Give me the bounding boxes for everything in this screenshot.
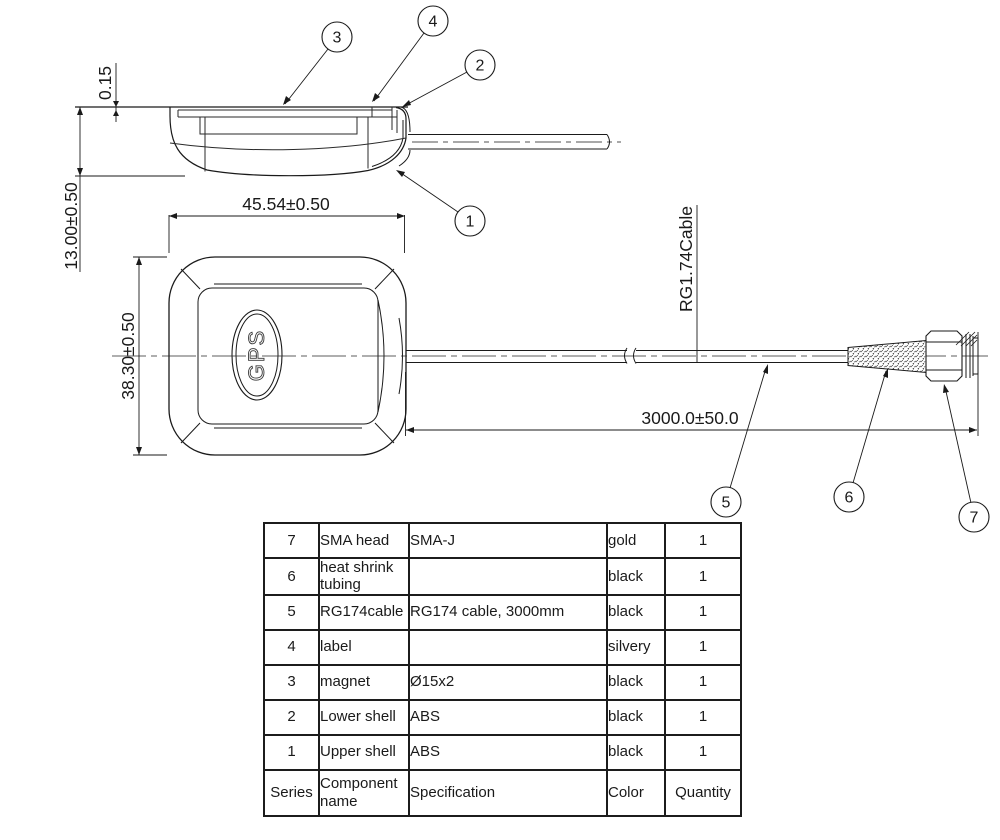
dim-depth-text: 38.30±0.50 (118, 312, 138, 400)
plan-dim-arrows (136, 213, 977, 455)
callout-leaders (284, 32, 972, 504)
cell-series: 2 (263, 698, 320, 736)
cell-series: 1 (263, 733, 320, 771)
header-spec: Specification (408, 768, 608, 817)
table-header-row: Series Component name Specification Colo… (263, 768, 742, 817)
gps-logo-text: GPS (244, 329, 269, 381)
callout-balloons (321, 5, 990, 533)
parts-table: 7 SMA head SMA-J gold 1 6 heat shrink tu… (263, 522, 742, 817)
cell-spec: RG174 cable, 3000mm (408, 593, 608, 631)
side-inner-right-curve (371, 120, 404, 167)
dim-height-text: 13.00±0.50 (61, 182, 81, 270)
cell-series: 5 (263, 593, 320, 631)
header-component: Component name (318, 768, 410, 817)
header-series: Series (263, 768, 320, 817)
callout-balloon-3 (321, 21, 353, 53)
callout-2-num: 2 (476, 58, 485, 75)
cell-color: gold (606, 522, 666, 559)
cell-qty: 1 (664, 522, 742, 559)
callout-numbers: 1 2 3 4 5 6 7 (333, 14, 979, 527)
cell-color: black (606, 557, 666, 596)
cell-component: heat shrink tubing (318, 557, 410, 596)
cell-spec (408, 557, 608, 596)
callout-balloon-5 (710, 486, 742, 518)
callout-6-num: 6 (845, 490, 854, 507)
cable-plan (406, 347, 848, 364)
cell-component: RG174cable (318, 593, 410, 631)
cell-component: label (318, 628, 410, 666)
table-row: 4 label silvery 1 (263, 628, 742, 666)
cell-qty: 1 (664, 628, 742, 666)
cell-spec: Ø15x2 (408, 663, 608, 701)
table-row: 3 magnet Ø15x2 black 1 (263, 663, 742, 701)
cell-qty: 1 (664, 557, 742, 596)
cell-series: 4 (263, 628, 320, 666)
cell-qty: 1 (664, 593, 742, 631)
sma-hex-nut (925, 330, 963, 382)
cell-series: 7 (263, 522, 320, 559)
callout-arrowheads (283, 93, 949, 393)
cell-spec: ABS (408, 698, 608, 736)
cell-component: Upper shell (318, 733, 410, 771)
callout-balloon-1 (454, 205, 486, 237)
cell-component: SMA head (318, 522, 410, 559)
dim-width-text: 45.54±0.50 (242, 194, 330, 214)
cell-color: black (606, 663, 666, 701)
side-view (75, 106, 411, 177)
callout-1-num: 1 (466, 214, 475, 231)
cell-component: magnet (318, 663, 410, 701)
cell-spec: SMA-J (408, 522, 608, 559)
dim-cable-length-text: 3000.0±50.0 (641, 408, 738, 428)
side-right-lip-upper (400, 106, 411, 133)
dim-thickness-text: 0.15 (95, 66, 115, 100)
cell-color: silvery (606, 628, 666, 666)
cell-series: 3 (263, 663, 320, 701)
side-dimensions (75, 63, 185, 272)
table-row: 7 SMA head SMA-J gold 1 (263, 522, 742, 559)
side-dim-arrows (77, 101, 119, 176)
cable-break-right (633, 347, 637, 364)
cable-break-left (624, 347, 628, 364)
gps-logo-oval-inner (235, 313, 279, 397)
cell-series: 6 (263, 557, 320, 596)
cell-spec: ABS (408, 733, 608, 771)
callout-3-num: 3 (333, 30, 342, 47)
table-row: 1 Upper shell ABS black 1 (263, 733, 742, 771)
callout-balloon-2 (464, 49, 496, 81)
side-shell-outline (169, 106, 407, 177)
cell-qty: 1 (664, 663, 742, 701)
plan-dimensions (133, 205, 979, 456)
header-color: Color (606, 768, 666, 817)
header-qty: Quantity (664, 768, 742, 817)
callout-balloon-4 (417, 5, 449, 37)
side-right-lip-lower (398, 149, 411, 167)
cell-qty: 1 (664, 698, 742, 736)
cell-color: black (606, 698, 666, 736)
table-row: 2 Lower shell ABS black 1 (263, 698, 742, 736)
callout-5-num: 5 (722, 495, 731, 512)
sma-hatch (955, 331, 978, 347)
table-row: 6 heat shrink tubing black 1 (263, 557, 742, 596)
side-cable (408, 133, 621, 150)
cable-label-text: RG1.74Cable (676, 206, 696, 312)
cell-qty: 1 (664, 733, 742, 771)
callout-balloon-6 (833, 481, 865, 513)
cell-spec (408, 628, 608, 666)
gps-logo-oval-outer (231, 309, 283, 401)
table-row: 5 RG174cable RG174 cable, 3000mm black 1 (263, 593, 742, 631)
callout-7-num: 7 (970, 510, 979, 527)
callout-4-num: 4 (429, 14, 438, 31)
cell-color: black (606, 733, 666, 771)
callout-balloon-7 (958, 501, 990, 533)
cell-component: Lower shell (318, 698, 410, 736)
side-view-internal-lines (169, 107, 407, 172)
cell-color: black (606, 593, 666, 631)
heat-shrink-tubing (847, 339, 927, 374)
